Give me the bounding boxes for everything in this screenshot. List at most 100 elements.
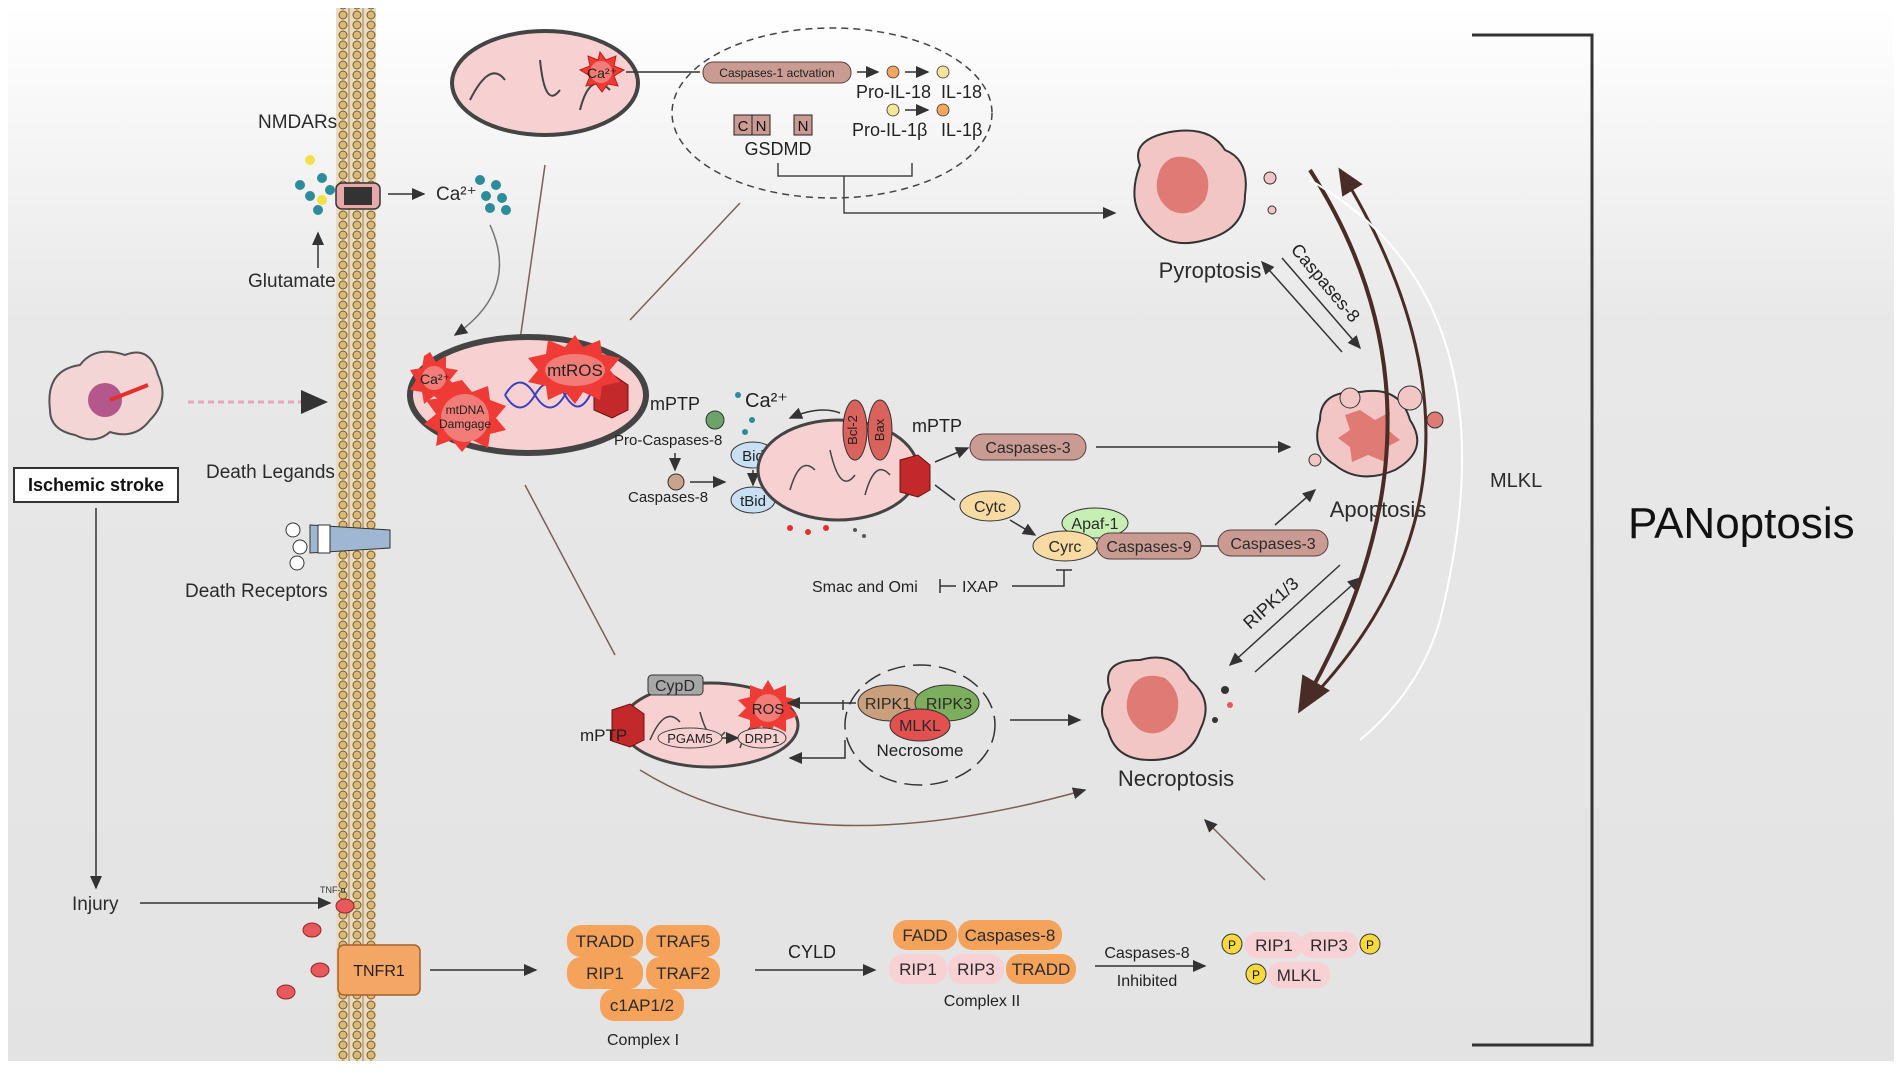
- cyrc-label: Cyrc: [1049, 539, 1082, 556]
- ripk1-label: RIPK1: [865, 696, 911, 713]
- phospho-rip3-icon: [1359, 933, 1381, 955]
- drp1-oval: [737, 727, 787, 749]
- mptp2-label: mPTP: [912, 416, 962, 436]
- calcium-ions-icon: [475, 175, 511, 215]
- caspase3-pill-a: [969, 433, 1087, 461]
- injury-label: Injury: [72, 894, 119, 915]
- casp8-inhibited-label-1: Caspases-8: [1104, 945, 1189, 962]
- il18-label: IL-18: [941, 82, 982, 102]
- casp9-label: Caspases-9: [1106, 539, 1191, 556]
- cytc-oval: [959, 490, 1021, 522]
- casp3b-label: Caspases-3: [1230, 536, 1315, 553]
- il1b-label: IL-1β: [941, 120, 982, 140]
- mlkl-necro-label: MLKL: [899, 718, 941, 735]
- complex-ii: FADD Caspases-8 RIP1 RIP3 TRADD: [889, 920, 1076, 984]
- complex-i: TRADD TRAF5 RIP1 TRAF2 c1AP1/2: [567, 925, 720, 1021]
- mptp-green-icon: [705, 410, 725, 430]
- ripk3-label: RIPK3: [926, 696, 972, 713]
- mlkl-oval: [889, 708, 951, 742]
- caspase1-pill: [702, 61, 852, 84]
- necroptosis-label: Necroptosis: [1118, 766, 1234, 791]
- pyroptosis-cell-icon: [1133, 129, 1277, 244]
- tnf-alpha-icon: [276, 898, 355, 1000]
- ischemic-stroke-label: Ischemic stroke: [28, 475, 164, 495]
- glutamate-label: Glutamate: [248, 271, 336, 292]
- ischemic-stroke-box: [13, 467, 179, 503]
- pyroptosis-label: Pyroptosis: [1159, 258, 1262, 283]
- complex-ii-label: Complex II: [944, 993, 1020, 1010]
- death-ligands-label: Death Legands: [206, 462, 335, 483]
- tnf-alpha-label: TNF-α: [320, 885, 346, 895]
- gsdmd-n2-box: [793, 114, 813, 136]
- nmdar-channel-icon: [295, 155, 381, 215]
- mptp1-label: mPTP: [650, 394, 700, 414]
- phospho-mlkl-icon: [1245, 963, 1267, 985]
- complex-i-traf5: [646, 925, 720, 957]
- complex-i-rip1: [567, 957, 643, 989]
- ca-main-label: Ca²⁺: [420, 371, 450, 387]
- pgam5-label: PGAM5: [667, 731, 713, 746]
- brain-icon: [48, 350, 164, 441]
- necroptosis-cell-icon: [1101, 656, 1233, 762]
- nmdars-label: NMDARs: [258, 112, 337, 133]
- gsdmd-c-label: C: [738, 118, 749, 135]
- casp8-inhibited-label-2: Inhibited: [1117, 973, 1178, 990]
- phospho-p-label-1: P: [1228, 938, 1236, 952]
- mtros-burst: [528, 335, 620, 404]
- ros-burst: [738, 680, 798, 736]
- pro-il1b-label: Pro-IL-1β: [852, 120, 927, 140]
- caspase1-label: Caspases-1 actvation: [719, 66, 834, 80]
- apaf1-label: Apaf-1: [1071, 516, 1118, 533]
- gsdmd-n2-label: N: [798, 118, 809, 135]
- cypd-label: CypD: [655, 678, 695, 695]
- complex-ii-tradd-label: TRADD: [1012, 960, 1071, 979]
- cytc-label: Cytc: [974, 499, 1006, 516]
- ros-label: ROS: [752, 701, 785, 718]
- cyld-label: CYLD: [788, 942, 836, 962]
- tnfr1-label: TNFR1: [353, 963, 405, 980]
- complex-ii-tradd: [1006, 954, 1076, 984]
- bcl2-oval: [842, 399, 868, 461]
- gsdmd-n-box: [751, 114, 771, 136]
- complex-i-label: Complex I: [607, 1032, 679, 1049]
- damage-label: Damgage: [439, 417, 491, 431]
- complex-ii-casp8-label: Caspases-8: [965, 926, 1056, 945]
- phospho-p-label-3: P: [1252, 968, 1260, 982]
- complex-i-tradd-label: TRADD: [576, 932, 635, 951]
- phospho-p-label-2: P: [1366, 938, 1374, 952]
- complex-ii-rip1-label: RIP1: [899, 960, 937, 979]
- death-receptor-icon: [285, 522, 391, 571]
- complex-ii-rip3: [948, 954, 1004, 984]
- ca-burst-top: [578, 50, 626, 93]
- mlkl-arc-label: MLKL: [1490, 470, 1542, 492]
- panoptosis-label: PANoptosis: [1628, 499, 1855, 548]
- gsdmd-label: GSDMD: [745, 139, 812, 159]
- mtdna-damage-burst: [424, 380, 506, 452]
- phospho-rip1-label: RIP1: [1255, 936, 1293, 955]
- phospho-complex: P RIP1 RIP3 P P MLKL: [1221, 932, 1381, 988]
- tbid-label: tBid: [740, 493, 766, 510]
- complex-i-c1ap-label: c1AP1/2: [610, 996, 674, 1015]
- complex-i-tradd: [567, 925, 643, 957]
- complex-i-traf2-label: TRAF2: [656, 964, 710, 983]
- drp1-label: DRP1: [745, 731, 780, 746]
- complex-ii-rip3-label: RIP3: [957, 960, 995, 979]
- tnfr1-receptor: [337, 944, 421, 996]
- panoptosis-bracket: [1472, 33, 1594, 1047]
- bcl2-label: Bcl-2: [845, 415, 860, 445]
- necrosome-label: Necrosome: [877, 741, 964, 760]
- ca-apoptosis-label: Ca²⁺: [745, 390, 788, 412]
- bax-label: Bax: [872, 418, 887, 441]
- pro-il18-label: Pro-IL-18: [856, 82, 931, 102]
- inflammasome-ellipse: [671, 27, 993, 199]
- necrosome-ellipse: [844, 664, 996, 786]
- gsdmd-n-label: N: [756, 118, 767, 135]
- phospho-rip1-icon: [1221, 933, 1243, 955]
- complex-ii-rip1: [889, 954, 947, 984]
- complex-ii-fadd-label: FADD: [902, 926, 947, 945]
- ca-top-label: Ca²⁺: [587, 65, 617, 81]
- complex-i-traf2: [646, 957, 720, 989]
- complex-ii-casp8: [958, 920, 1062, 950]
- death-receptors-label: Death Receptors: [185, 581, 328, 602]
